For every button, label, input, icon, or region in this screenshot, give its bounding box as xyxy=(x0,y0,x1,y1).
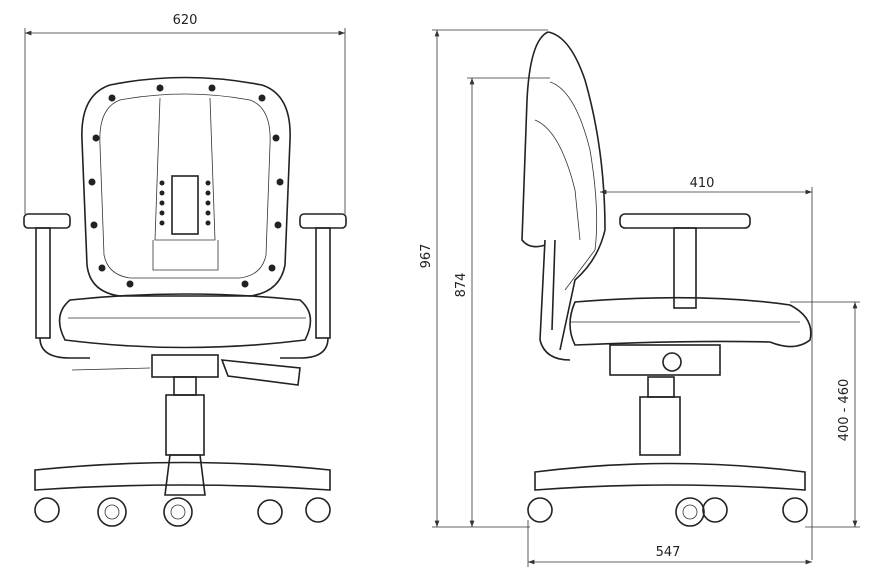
dimension-backrest-height: 874 xyxy=(432,77,550,528)
dimension-seat-height: 400 - 460 xyxy=(790,301,860,528)
dimension-armrest-depth: 410 xyxy=(600,176,813,560)
side-seat xyxy=(569,296,812,376)
front-base xyxy=(34,454,331,496)
dimension-label-410: 410 xyxy=(690,176,715,191)
side-casters xyxy=(527,497,808,527)
side-backrest xyxy=(521,31,606,361)
front-backrest xyxy=(81,76,291,297)
side-view xyxy=(521,31,812,527)
front-seat xyxy=(58,293,312,386)
dimension-overall-width: 620 xyxy=(24,13,346,214)
front-armrests xyxy=(23,213,347,359)
dimension-base-depth: 547 xyxy=(527,520,812,567)
dimension-label-547: 547 xyxy=(656,545,681,560)
dimension-label-967: 967 xyxy=(419,244,434,269)
backrest-screws xyxy=(88,84,284,288)
front-view xyxy=(23,76,347,527)
side-column xyxy=(639,376,681,456)
front-casters xyxy=(34,497,331,527)
side-armrest xyxy=(619,213,751,309)
dimension-label-874: 874 xyxy=(454,273,469,298)
dimension-label-400-460: 400 - 460 xyxy=(837,379,852,442)
dimension-label-620: 620 xyxy=(173,13,198,28)
front-column xyxy=(165,376,205,456)
dimension-overall-height: 967 xyxy=(419,29,548,527)
side-base xyxy=(534,462,806,491)
